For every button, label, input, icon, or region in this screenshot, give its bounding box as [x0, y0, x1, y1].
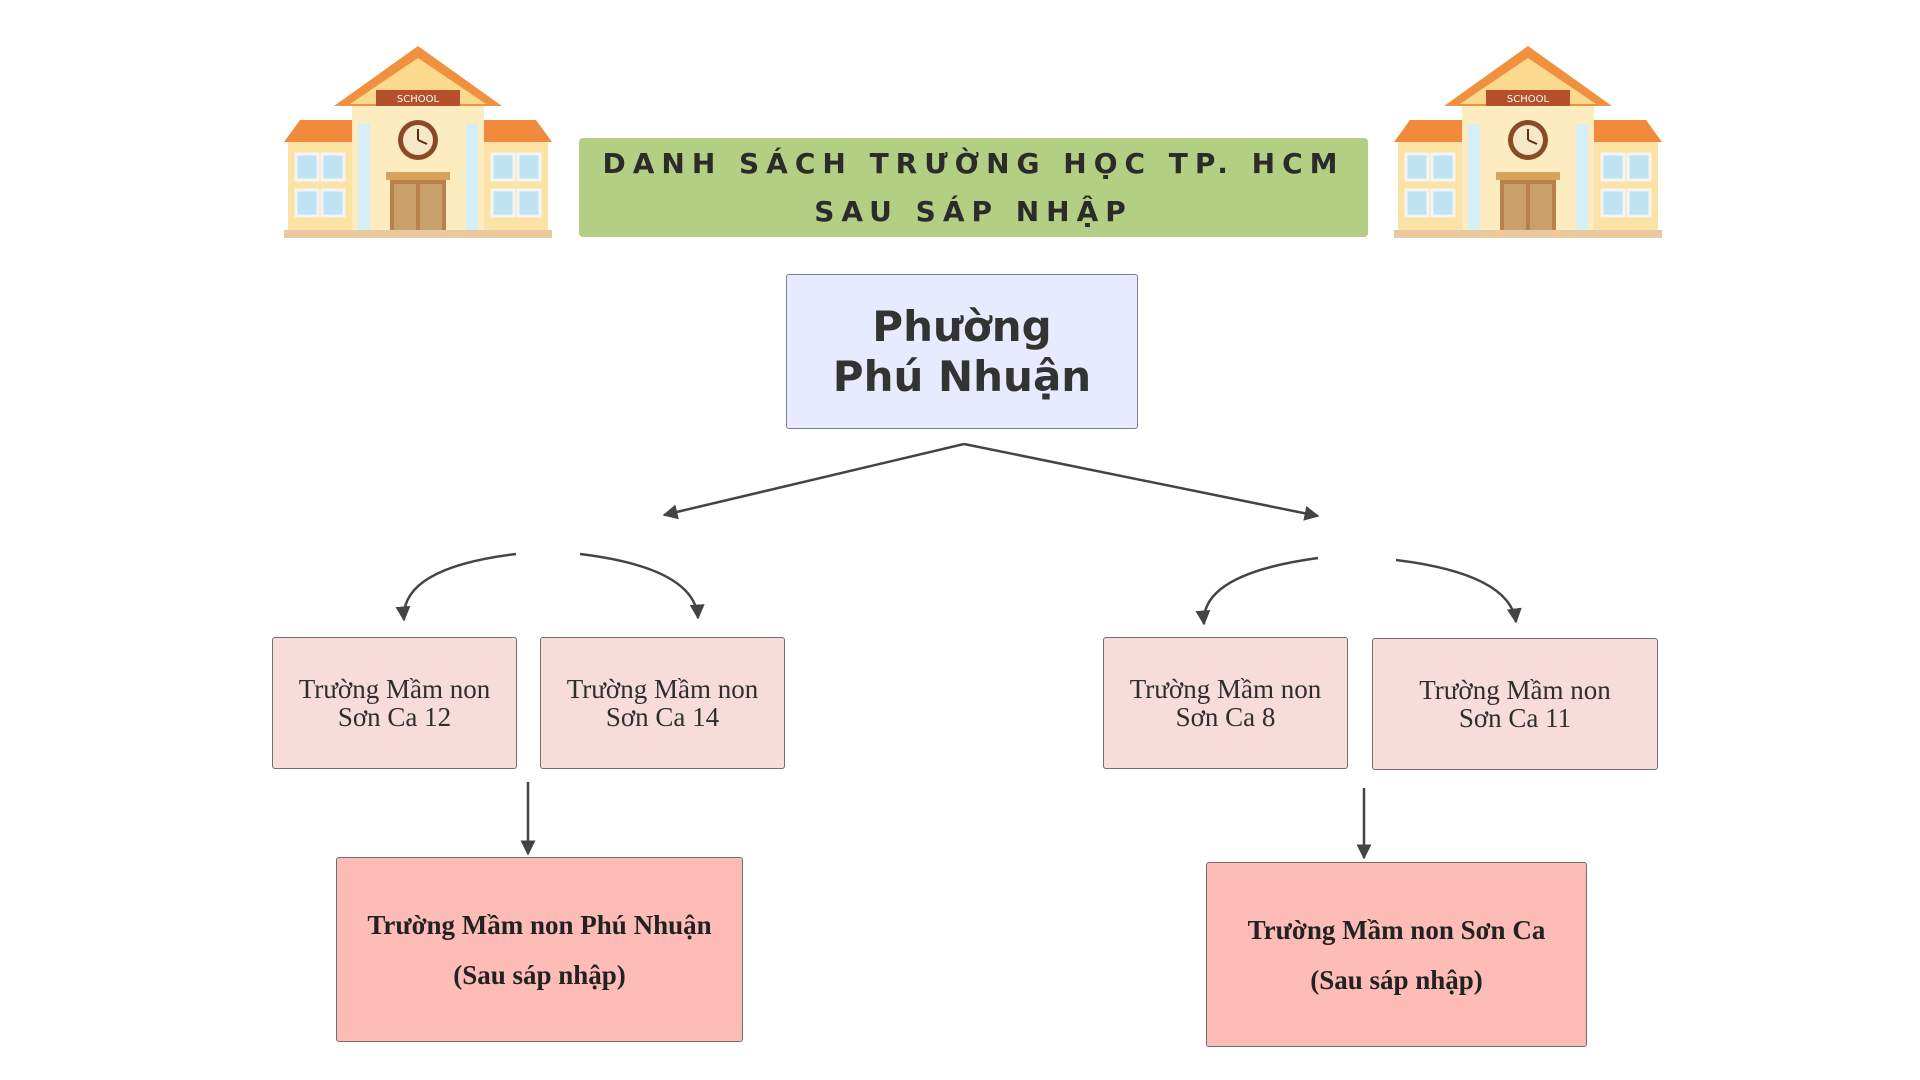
school-building-right-icon: SCHOOL — [1394, 46, 1662, 238]
child-node-line-1: Trường Mầm non — [1419, 675, 1611, 705]
arrow-root-to-left — [662, 442, 965, 520]
arrow-curve-to-son-ca-8 — [1195, 556, 1319, 626]
merged-node-line-2: (Sau sáp nhập) — [1310, 964, 1483, 995]
arrow-curve-to-son-ca-12 — [395, 552, 517, 622]
child-node-line-1: Trường Mầm non — [566, 674, 759, 704]
root-node-phu-nhuan: Phường Phú Nhuận — [786, 274, 1138, 429]
child-node-son-ca-14: Trường Mầm non Sơn Ca 14 — [540, 637, 785, 769]
child-node-line-1: Trường Mầm non — [298, 674, 491, 704]
child-node-line-2: Sơn Ca 8 — [1175, 702, 1276, 732]
arrow-curve-to-son-ca-11 — [1395, 558, 1522, 624]
merged-node-son-ca: Trường Mầm non Sơn Ca (Sau sáp nhập) — [1206, 862, 1587, 1047]
merged-node-line-1: Trường Mầm non Phú Nhuận — [367, 909, 712, 940]
child-node-son-ca-12: Trường Mầm non Sơn Ca 12 — [272, 637, 517, 769]
root-node-line-2: Phú Nhuận — [832, 351, 1092, 401]
school-sign-text: SCHOOL — [397, 94, 440, 105]
merged-node-phu-nhuan: Trường Mầm non Phú Nhuận (Sau sáp nhập) — [336, 857, 743, 1042]
child-node-line-2: Sơn Ca 14 — [605, 702, 720, 732]
child-node-line-1: Trường Mầm non — [1129, 674, 1322, 704]
child-node-son-ca-8: Trường Mầm non Sơn Ca 8 — [1103, 637, 1348, 769]
merged-node-line-1: Trường Mầm non Sơn Ca — [1247, 914, 1546, 945]
school-sign-text: SCHOOL — [1507, 94, 1550, 105]
title-line-2: SAU SÁP NHẬP — [814, 194, 1133, 228]
merged-node-line-2: (Sau sáp nhập) — [453, 959, 626, 990]
school-building-left-icon: SCHOOL — [284, 46, 552, 238]
title-banner: DANH SÁCH TRƯỜNG HỌC TP. HCM SAU SÁP NHẬ… — [579, 138, 1368, 237]
root-node-line-1: Phường — [872, 301, 1052, 351]
arrow-root-to-right — [963, 442, 1320, 521]
child-node-line-2: Sơn Ca 12 — [337, 702, 452, 732]
child-node-son-ca-11: Trường Mầm non Sơn Ca 11 — [1372, 638, 1658, 770]
arrow-curve-to-son-ca-14 — [579, 552, 705, 620]
child-node-line-2: Sơn Ca 11 — [1458, 703, 1572, 733]
title-line-1: DANH SÁCH TRƯỜNG HỌC TP. HCM — [602, 146, 1345, 180]
